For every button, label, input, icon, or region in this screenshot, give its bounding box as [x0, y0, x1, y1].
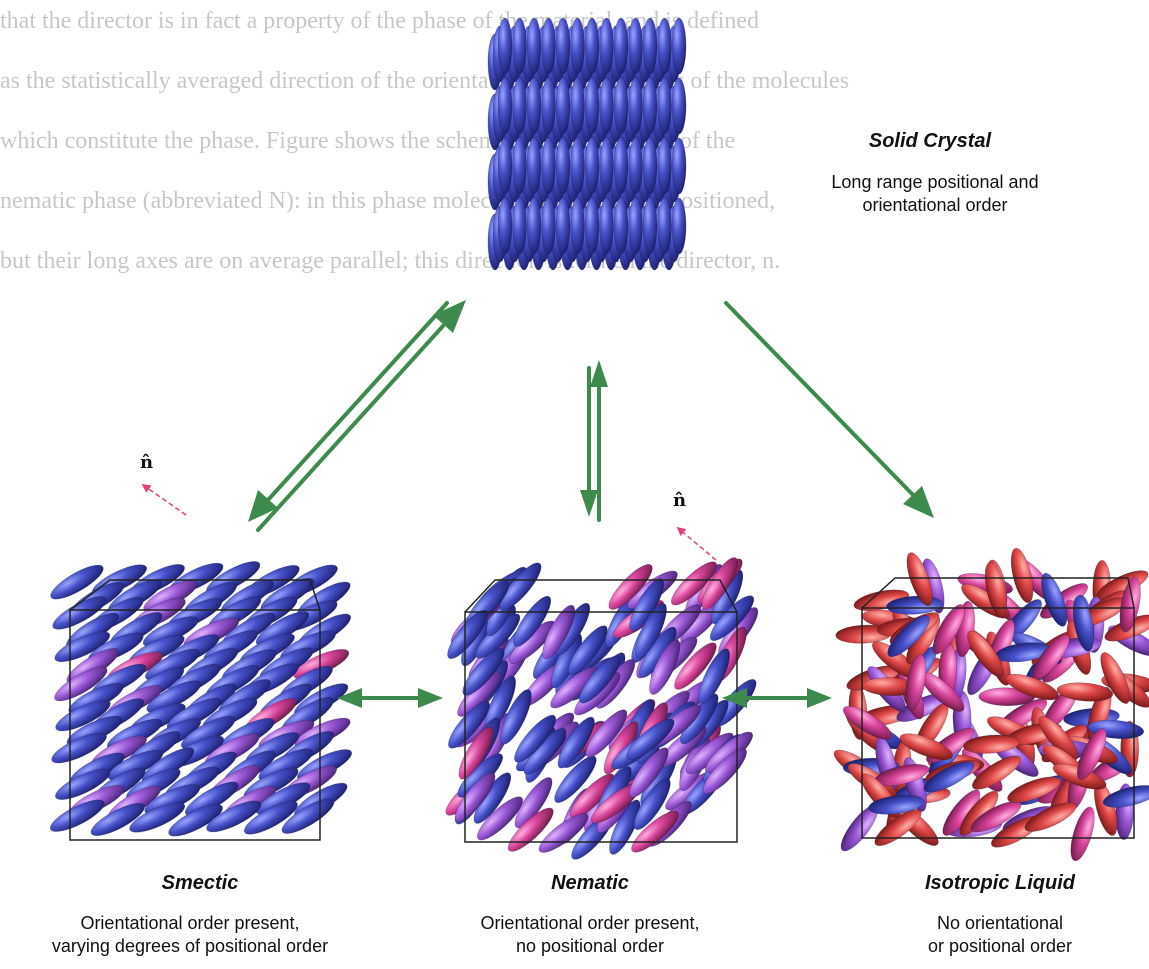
arrow-crystal-to-smectic	[248, 303, 447, 522]
description-line: Orientational order present,	[0, 912, 380, 935]
molecule	[658, 198, 672, 254]
molecule	[585, 18, 599, 74]
molecule	[542, 138, 556, 194]
molecule	[571, 78, 585, 134]
molecule	[527, 198, 541, 254]
molecule	[571, 138, 585, 194]
molecule	[513, 198, 527, 254]
molecule	[585, 198, 599, 254]
molecule	[585, 78, 599, 134]
molecule	[629, 78, 643, 134]
molecule	[498, 138, 512, 194]
solid-crystal-graphic	[488, 18, 686, 270]
description-line: varying degrees of positional order	[0, 935, 380, 958]
molecule	[600, 138, 614, 194]
molecule	[498, 78, 512, 134]
molecule	[672, 78, 686, 134]
molecule	[513, 138, 527, 194]
molecule	[571, 198, 585, 254]
molecule	[672, 198, 686, 254]
description-line: orientational order	[790, 194, 1080, 217]
molecule	[614, 18, 628, 74]
molecule	[527, 78, 541, 134]
nematic-director-arrow	[678, 528, 716, 560]
molecule	[556, 18, 570, 74]
molecule	[600, 18, 614, 74]
description-line: Orientational order present,	[420, 912, 760, 935]
nematic-title: Nematic	[420, 872, 760, 895]
molecule	[542, 18, 556, 74]
molecule	[614, 138, 628, 194]
molecule	[629, 198, 643, 254]
molecule	[556, 138, 570, 194]
isotropic-box	[830, 546, 1149, 863]
molecule	[571, 18, 585, 74]
description-line: no positional order	[420, 935, 760, 958]
molecule	[643, 138, 657, 194]
arrow-smectic-nematic	[337, 688, 443, 708]
arrow-crystal-to-nematic	[580, 368, 598, 517]
molecule	[658, 78, 672, 134]
molecule	[498, 198, 512, 254]
smectic-box	[46, 556, 355, 842]
molecule	[614, 198, 628, 254]
description-line: or positional order	[860, 935, 1140, 958]
smectic-description: Orientational order present, varying deg…	[0, 912, 380, 958]
molecule	[672, 138, 686, 194]
solid-crystal-title: Solid Crystal	[780, 130, 1080, 153]
molecule	[629, 18, 643, 74]
molecule	[600, 198, 614, 254]
molecule	[498, 18, 512, 74]
smectic-director-label: n̂	[140, 452, 153, 473]
molecule	[527, 138, 541, 194]
molecule	[629, 138, 643, 194]
molecule	[527, 18, 541, 74]
description-line: No orientational	[860, 912, 1140, 935]
molecule	[513, 78, 527, 134]
molecule	[542, 198, 556, 254]
molecule	[658, 138, 672, 194]
smectic-director-arrow	[143, 485, 186, 515]
molecule	[542, 78, 556, 134]
arrow-smectic-to-crystal	[258, 300, 466, 530]
molecule	[643, 198, 657, 254]
arrow-crystal-to-isotropic	[726, 303, 934, 518]
molecule	[614, 78, 628, 134]
molecule	[643, 78, 657, 134]
molecule	[600, 78, 614, 134]
isotropic-title: Isotropic Liquid	[860, 872, 1140, 895]
molecule	[658, 18, 672, 74]
molecule	[556, 198, 570, 254]
nematic-description: Orientational order present, no position…	[420, 912, 760, 958]
description-line: Long range positional and	[790, 171, 1080, 194]
molecule	[672, 18, 686, 74]
molecule	[556, 78, 570, 134]
smectic-title: Smectic	[30, 872, 370, 895]
molecule	[643, 18, 657, 74]
nematic-box	[441, 553, 764, 864]
isotropic-description: No orientational or positional order	[860, 912, 1140, 958]
nematic-director-label: n̂	[673, 490, 686, 511]
molecule	[585, 138, 599, 194]
molecule	[513, 18, 527, 74]
solid-crystal-description: Long range positional and orientational …	[790, 171, 1080, 217]
